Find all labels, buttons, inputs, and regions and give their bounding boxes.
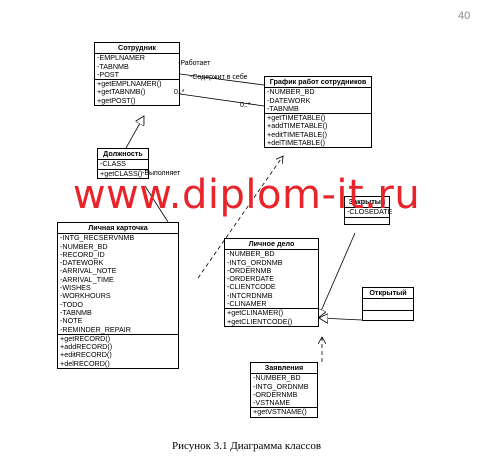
class-member: -INTG_ORDNMB — [253, 381, 309, 391]
class-member: +editRECORD() — [60, 350, 112, 360]
relation-label-contains: -Содержит в себе — [190, 74, 248, 81]
class-member: +addTIMETABLE() — [267, 121, 328, 131]
class-member: +getCLIENTCODE() — [227, 316, 293, 326]
class-work-schedule-title: График работ сотрудников — [265, 77, 371, 89]
class-member: -REMINDER_REPAIR — [60, 324, 131, 334]
class-member: -NUMBER_BD — [267, 87, 315, 97]
class-statements-methods: +getVSTNAME() — [251, 407, 317, 417]
class-work-schedule-attributes: -NUMBER_BD-DATEWORK-TABNMB — [265, 87, 371, 115]
class-employee-title: Сотрудник — [95, 43, 179, 55]
class-member: -WISHES — [60, 283, 91, 293]
class-member: -ORDERDATE — [227, 274, 274, 284]
class-employee: Сотрудник -EMPLNAMER-TABNMB-POST +getEMP… — [94, 42, 180, 107]
class-position-methods: +getCLASS() — [98, 168, 148, 178]
class-member: +getCLINAMER() — [227, 308, 284, 318]
class-personal-card-title: Личная карточка — [58, 223, 178, 235]
class-member: +getTIMETABLE() — [267, 113, 326, 123]
generalization-closed-line — [318, 232, 356, 318]
class-position-attributes: -CLASS — [98, 159, 148, 170]
class-statements: Заявления -NUMBER_BD-INTG_ORDNMB-ORDERNM… — [250, 362, 318, 418]
class-member: -ORDERNMB — [227, 265, 272, 275]
class-member: -EMPLNAMER — [97, 53, 145, 63]
class-member: -NUMBER_BD — [60, 241, 108, 251]
class-member: -TODO — [60, 299, 84, 309]
class-employee-methods: +getEMPLNAMER()+getTABNMB()+getPOST() — [95, 79, 179, 105]
class-member: +delTIMETABLE() — [267, 138, 325, 148]
class-member: -RECORD_ID — [60, 249, 105, 259]
class-personal-card-methods: +getRECORD()+addRECORD()+editRECORD()+de… — [58, 333, 178, 368]
dependency-card-schedule-line — [197, 156, 283, 279]
class-member: +editTIMETABLE() — [267, 129, 327, 139]
class-open: Открытый — [362, 287, 414, 322]
class-member: -CLASS — [100, 159, 126, 169]
class-personal-card-attributes: -INTG_RECSERVNMB-NUMBER_BD-RECORD_ID-DAT… — [58, 233, 178, 335]
class-member: -ARRIVAL_NOTE — [60, 266, 117, 276]
multiplicity-schedule: 0..* — [240, 102, 251, 109]
class-personal-file-attributes: -NUMBER_BD-INTG_ORDNMB-ORDERNMB-ORDERDAT… — [225, 249, 318, 310]
class-member: +getPOST() — [97, 95, 136, 105]
assoc-works-line — [179, 73, 265, 86]
generalization-position-line — [125, 116, 144, 149]
figure-caption: Рисунок 3.1 Диаграмма классов — [171, 440, 322, 452]
class-closed-methods — [345, 218, 389, 224]
watermark: www.diplom-it.ru — [72, 172, 421, 218]
class-member: +getTABNMB() — [97, 87, 146, 97]
class-member: -INTCRDNMB — [227, 290, 273, 300]
class-personal-file: Личное дело -NUMBER_BD-INTG_ORDNMB-ORDER… — [224, 238, 319, 327]
class-member: +getCLASS() — [100, 168, 143, 178]
class-member: -WORKHOURS — [60, 291, 111, 301]
class-member: -TABNMB — [267, 103, 299, 113]
class-personal-card: Личная карточка -INTG_RECSERVNMB-NUMBER_… — [57, 222, 179, 370]
generalization-open-line — [319, 318, 363, 320]
class-member: -INTG_ORDNMB — [227, 257, 283, 267]
class-member: -ORDERNMB — [253, 389, 298, 399]
class-statements-title: Заявления — [251, 363, 317, 375]
multiplicity-employee: 0..* — [174, 89, 185, 96]
class-statements-attributes: -NUMBER_BD-INTG_ORDNMB-ORDERNMB-VSTNAME — [251, 373, 317, 409]
relation-label-works: -Работает — [178, 60, 211, 67]
performs-line — [144, 185, 169, 223]
assoc-contains-line — [179, 93, 265, 107]
class-member: +getEMPLNAMER() — [97, 79, 162, 89]
class-member: -TABNMB — [97, 61, 129, 71]
class-member: +getRECORD() — [60, 333, 111, 343]
class-member: -CLIENTCODE — [227, 282, 276, 292]
class-member: +addRECORD() — [60, 342, 113, 352]
class-member: -CLINAMER — [227, 299, 267, 309]
class-member: -DATEWORK — [267, 95, 311, 105]
class-member: -NUMBER_BD — [253, 373, 301, 383]
class-member: -VSTNAME — [253, 398, 291, 408]
class-member: -INTG_RECSERVNMB — [60, 233, 135, 243]
page-number: 40 — [458, 10, 471, 22]
class-member: -TABNMB — [60, 307, 92, 317]
class-position: Должность -CLASS +getCLASS() — [97, 148, 149, 179]
class-work-schedule: График работ сотрудников -NUMBER_BD-DATE… — [264, 76, 372, 149]
class-personal-file-methods: +getCLINAMER()+getCLIENTCODE() — [225, 309, 318, 326]
class-closed-title: Закрытый — [345, 197, 389, 209]
class-member: -POST — [97, 69, 119, 79]
class-member: -NUMBER_BD — [227, 249, 275, 259]
class-open-title: Открытый — [363, 288, 413, 300]
class-employee-attributes: -EMPLNAMER-TABNMB-POST — [95, 53, 179, 81]
class-open-attributes — [363, 299, 413, 312]
class-closed-attributes: -CLOSEDATE — [345, 207, 393, 218]
class-member: -ARRIVAL_TIME — [60, 274, 114, 284]
class-closed: Закрытый -CLOSEDATE — [344, 196, 393, 225]
relation-label-performs: -Выполняет — [142, 170, 181, 177]
class-member: -NOTE — [60, 316, 83, 326]
class-open-methods — [363, 311, 413, 320]
class-member: -DATEWORK — [60, 258, 104, 268]
class-work-schedule-methods: +getTIMETABLE()+addTIMETABLE()+editTIMET… — [265, 113, 371, 148]
class-member: +getVSTNAME() — [253, 407, 307, 417]
class-member: +delRECORD() — [60, 358, 110, 368]
class-member: -CLOSEDATE — [347, 207, 393, 217]
class-personal-file-title: Личное дело — [225, 239, 318, 251]
class-position-title: Должность — [98, 149, 148, 161]
